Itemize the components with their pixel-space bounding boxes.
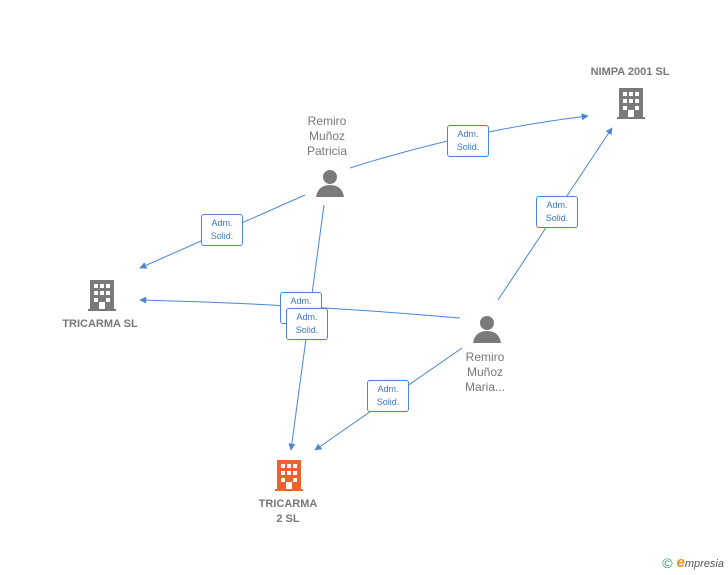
person-label-patricia[interactable]: Remiro Muñoz Patricia: [306, 114, 347, 158]
person-icon: [473, 316, 501, 343]
company-label-tricarma2[interactable]: TRICARMA 2 SL: [258, 498, 318, 525]
edge-badge-patricia-tricarma: Adm. Solid.: [201, 214, 243, 246]
building-icon: [88, 280, 116, 311]
footer-brand: © empresia: [662, 554, 724, 571]
edge-badge-patricia-tricarma2: Adm. Solid.: [286, 308, 328, 340]
company-label-nimpa[interactable]: NIMPA 2001 SL: [590, 66, 670, 78]
building-icon: [617, 88, 645, 119]
edge-badge-patricia-nimpa: Adm. Solid.: [447, 125, 489, 157]
person-label-maria[interactable]: Remiro Muñoz Maria...: [464, 350, 505, 394]
copyright-symbol: ©: [662, 554, 673, 571]
edge-badge-maria-nimpa: Adm. Solid.: [536, 196, 578, 228]
edge-badge-maria-tricarma2: Adm. Solid.: [367, 380, 409, 412]
building-icon-highlighted: [275, 460, 303, 491]
brand-logo: empresia: [676, 554, 724, 571]
company-label-tricarma[interactable]: TRICARMA SL: [62, 318, 138, 330]
person-icon: [316, 170, 344, 197]
